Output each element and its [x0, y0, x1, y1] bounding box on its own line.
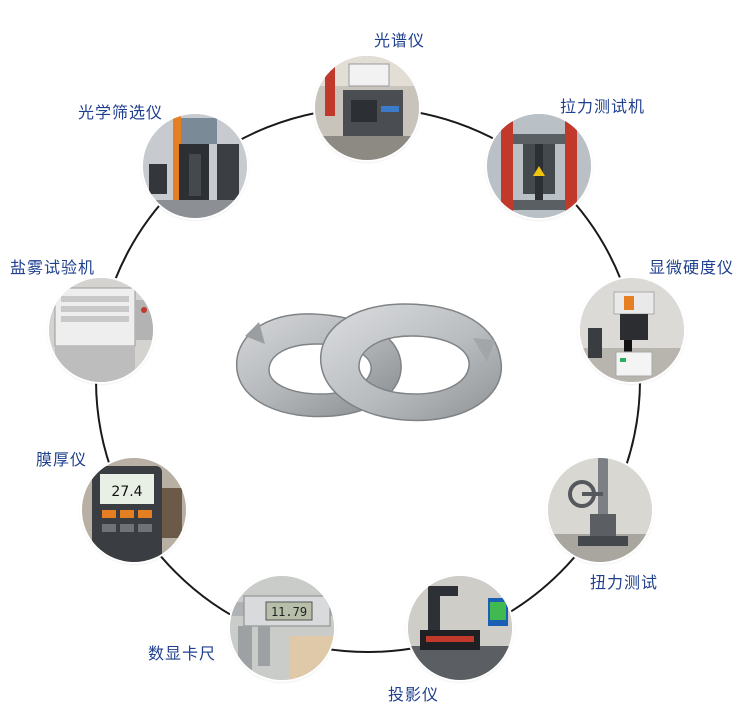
thickness-readout: 27.4 [111, 484, 142, 500]
instrument-label-2: 拉力测试机 [560, 97, 646, 116]
tensile-tester-photo [487, 114, 591, 218]
spectrometer-photo [315, 56, 419, 160]
coating-thickness-gauge-photo: 27.4 [82, 458, 186, 562]
torque-tester-photo [548, 458, 652, 562]
caliper-readout: 11.79 [271, 605, 307, 619]
spring-washers-image [235, 303, 503, 422]
instrument-label-7: 膜厚仪 [36, 450, 88, 469]
instrument-label-8: 盐雾试验机 [10, 258, 96, 277]
microhardness-tester-photo [580, 278, 684, 382]
instrument-label-4: 扭力测试 [590, 573, 659, 592]
instrument-label-6: 数显卡尺 [148, 644, 217, 663]
optical-sorter-photo [143, 114, 247, 218]
instrument-label-3: 显微硬度仪 [649, 258, 735, 277]
instrument-label-9: 光学筛选仪 [78, 103, 164, 122]
digital-caliper-photo: 11.79 [230, 576, 334, 680]
salt-spray-tester-photo [49, 278, 153, 382]
profile-projector-photo [408, 576, 512, 680]
instrument-label-1: 光谱仪 [374, 31, 426, 50]
instrument-label-5: 投影仪 [388, 685, 440, 704]
